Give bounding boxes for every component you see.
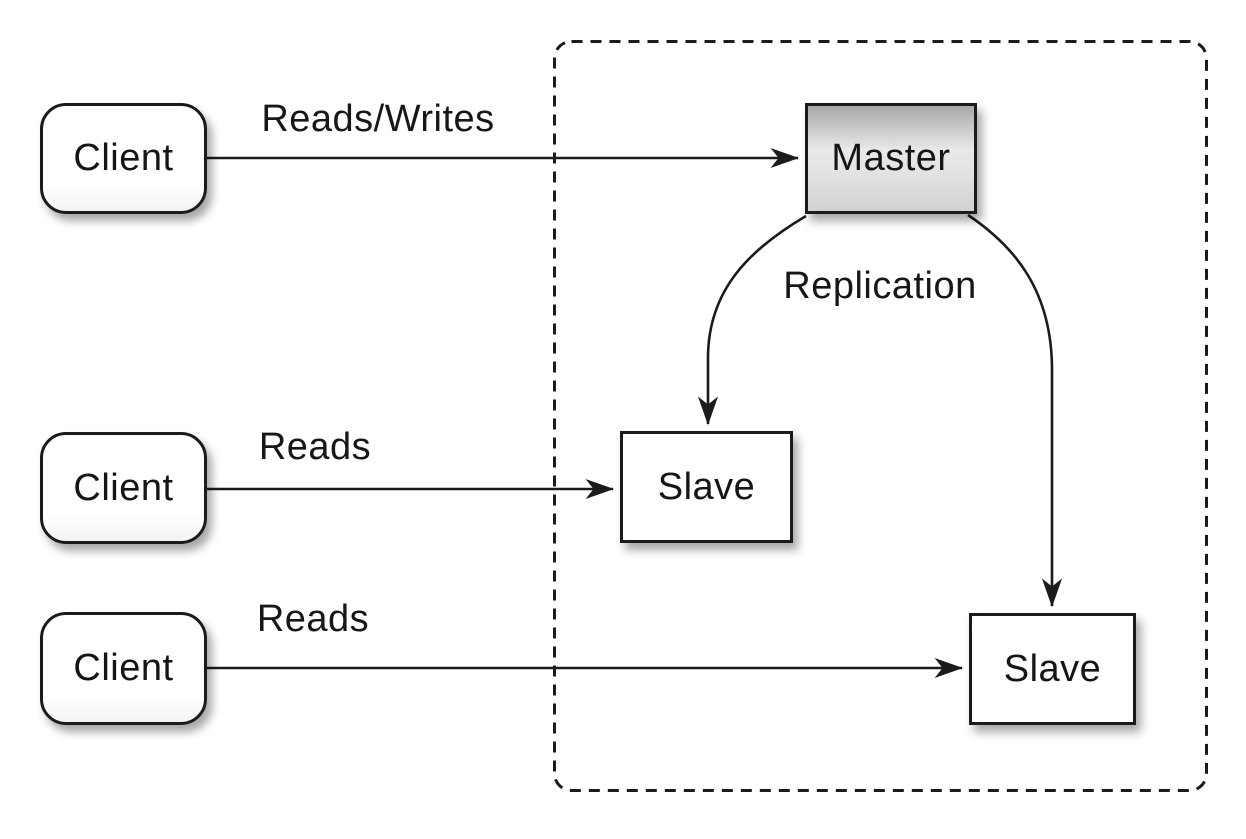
client-node-top-label: Client bbox=[73, 137, 174, 179]
reads-middle-edge-label: Reads bbox=[258, 426, 372, 468]
slave-node-2: Slave bbox=[969, 613, 1136, 725]
slave-node-1: Slave bbox=[620, 431, 793, 543]
slave-node-2-label: Slave bbox=[1003, 647, 1102, 690]
client-node-bottom: Client bbox=[40, 612, 207, 725]
client-node-middle: Client bbox=[40, 432, 207, 544]
replication-arrow-left bbox=[697, 214, 807, 426]
replication-arrow-right bbox=[967, 213, 1063, 608]
master-node-label: Master bbox=[831, 137, 951, 179]
replication-edge-label: Replication bbox=[783, 265, 977, 307]
master-node: Master bbox=[805, 103, 977, 214]
reads-writes-edge-label: Reads/Writes bbox=[261, 98, 495, 140]
reads-bottom-edge-label: Reads bbox=[256, 598, 370, 640]
client-node-middle-label: Client bbox=[73, 466, 174, 509]
client-node-top: Client bbox=[40, 103, 207, 214]
client-node-bottom-label: Client bbox=[73, 647, 174, 689]
slave-node-1-label: Slave bbox=[657, 465, 756, 508]
